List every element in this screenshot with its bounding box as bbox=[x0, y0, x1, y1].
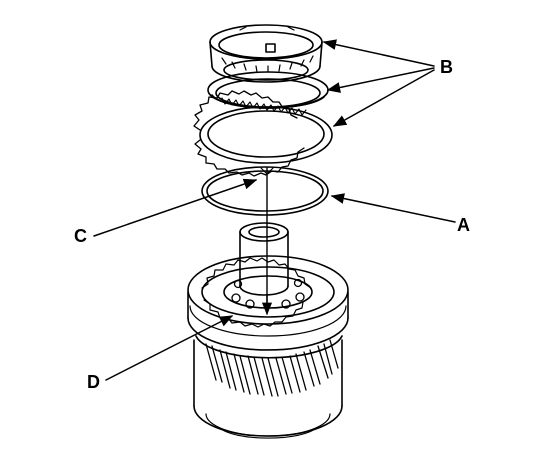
leader-b-to-top-ring bbox=[322, 39, 435, 67]
callout-label-d: D bbox=[87, 372, 100, 392]
leader-a-to-snap-ring bbox=[330, 193, 456, 223]
toothed-ring bbox=[193, 90, 333, 177]
synchro-ring-top bbox=[209, 24, 323, 83]
toothed-ring-teeth bbox=[193, 90, 305, 177]
helical-gear-teeth bbox=[205, 339, 339, 397]
synchro-ring-middle-teeth bbox=[221, 97, 307, 116]
callout-label-c: C bbox=[74, 226, 87, 246]
leader-b-to-toothed-ring bbox=[332, 69, 435, 127]
hub-holes bbox=[231, 278, 305, 309]
synchro-ring-middle bbox=[207, 71, 329, 116]
hub-teeth bbox=[201, 257, 312, 328]
leader-b-to-middle-ring bbox=[326, 67, 435, 93]
leader-d-to-hub bbox=[105, 315, 234, 381]
callout-label-a: A bbox=[457, 215, 470, 235]
helical-gear bbox=[193, 335, 343, 439]
synchro-hub bbox=[187, 255, 349, 351]
leader-c-to-snap-ring bbox=[93, 178, 258, 237]
snap-ring bbox=[201, 166, 329, 216]
callout-label-b: B bbox=[440, 57, 453, 77]
synchro-ring-top-teeth bbox=[221, 55, 314, 73]
leader-lines bbox=[93, 39, 456, 381]
